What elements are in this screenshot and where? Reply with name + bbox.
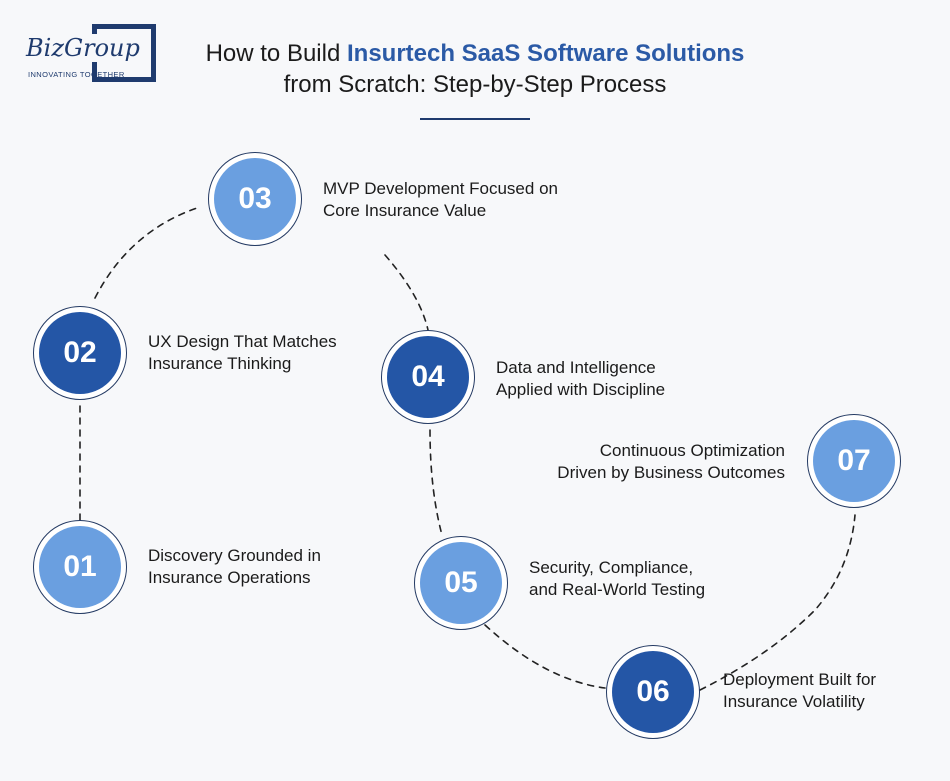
connector-03-04 — [384, 254, 429, 331]
step-01-label-line1: Discovery Grounded in — [148, 546, 321, 565]
title-line-2: from Scratch: Step-by-Step Process — [283, 71, 667, 98]
step-02-circle: 02 — [33, 306, 127, 400]
step-03-number: 03 — [214, 158, 296, 240]
step-01-circle: 01 — [33, 520, 127, 614]
logo-wordmark: BizGroup — [26, 34, 143, 62]
title-line-1: How to Build Insurtech SaaS Software Sol… — [150, 38, 800, 69]
title-underline — [420, 118, 530, 120]
step-01-number: 01 — [39, 526, 121, 608]
bizgroup-logo: BizGroup INNOVATING TOGETHER — [22, 24, 156, 82]
step-06-label: Deployment Built for Insurance Volatilit… — [723, 669, 876, 713]
step-02-label-line2: Insurance Thinking — [148, 354, 292, 373]
step-03-label: MVP Development Focused on Core Insuranc… — [323, 178, 558, 222]
step-05-label-line2: and Real-World Testing — [529, 580, 706, 599]
step-07-label: Continuous Optimization Driven by Busine… — [500, 440, 785, 484]
step-03-circle: 03 — [208, 152, 302, 246]
title-prefix: How to Build — [205, 40, 347, 67]
step-06-circle: 06 — [606, 645, 700, 739]
connector-02-03 — [94, 206, 201, 299]
step-07-number: 07 — [813, 420, 895, 502]
step-07-circle: 07 — [807, 414, 901, 508]
step-06-label-line2: Insurance Volatility — [723, 692, 865, 711]
step-03-label-line2: Core Insurance Value — [323, 201, 487, 220]
connector-06-07 — [699, 514, 856, 691]
page-title: How to Build Insurtech SaaS Software Sol… — [150, 38, 800, 100]
connector-05-06 — [484, 624, 606, 689]
step-04-label: Data and Intelligence Applied with Disci… — [496, 357, 665, 401]
step-04-circle: 04 — [381, 330, 475, 424]
step-05-number: 05 — [420, 542, 502, 624]
step-01-label-line2: Insurance Operations — [148, 568, 311, 587]
step-06-label-line1: Deployment Built for — [723, 670, 877, 689]
step-06-number: 06 — [612, 651, 694, 733]
logo-tagline: INNOVATING TOGETHER — [28, 70, 125, 79]
connector-04-05 — [429, 429, 443, 536]
step-05-label-line1: Security, Compliance, — [529, 558, 694, 577]
step-04-number: 04 — [387, 336, 469, 418]
step-02-number: 02 — [39, 312, 121, 394]
step-04-label-line2: Applied with Discipline — [496, 380, 666, 399]
step-07-label-line2: Driven by Business Outcomes — [557, 463, 785, 482]
step-05-circle: 05 — [414, 536, 508, 630]
step-02-label: UX Design That Matches Insurance Thinkin… — [148, 331, 337, 375]
step-02-label-line1: UX Design That Matches — [148, 332, 337, 351]
step-03-label-line1: MVP Development Focused on — [323, 179, 558, 198]
title-accent: Insurtech SaaS Software Solutions — [346, 40, 745, 67]
step-04-label-line1: Data and Intelligence — [496, 358, 656, 377]
step-01-label: Discovery Grounded in Insurance Operatio… — [148, 545, 321, 589]
step-07-label-line1: Continuous Optimization — [599, 441, 785, 460]
step-05-label: Security, Compliance, and Real-World Tes… — [529, 557, 705, 601]
